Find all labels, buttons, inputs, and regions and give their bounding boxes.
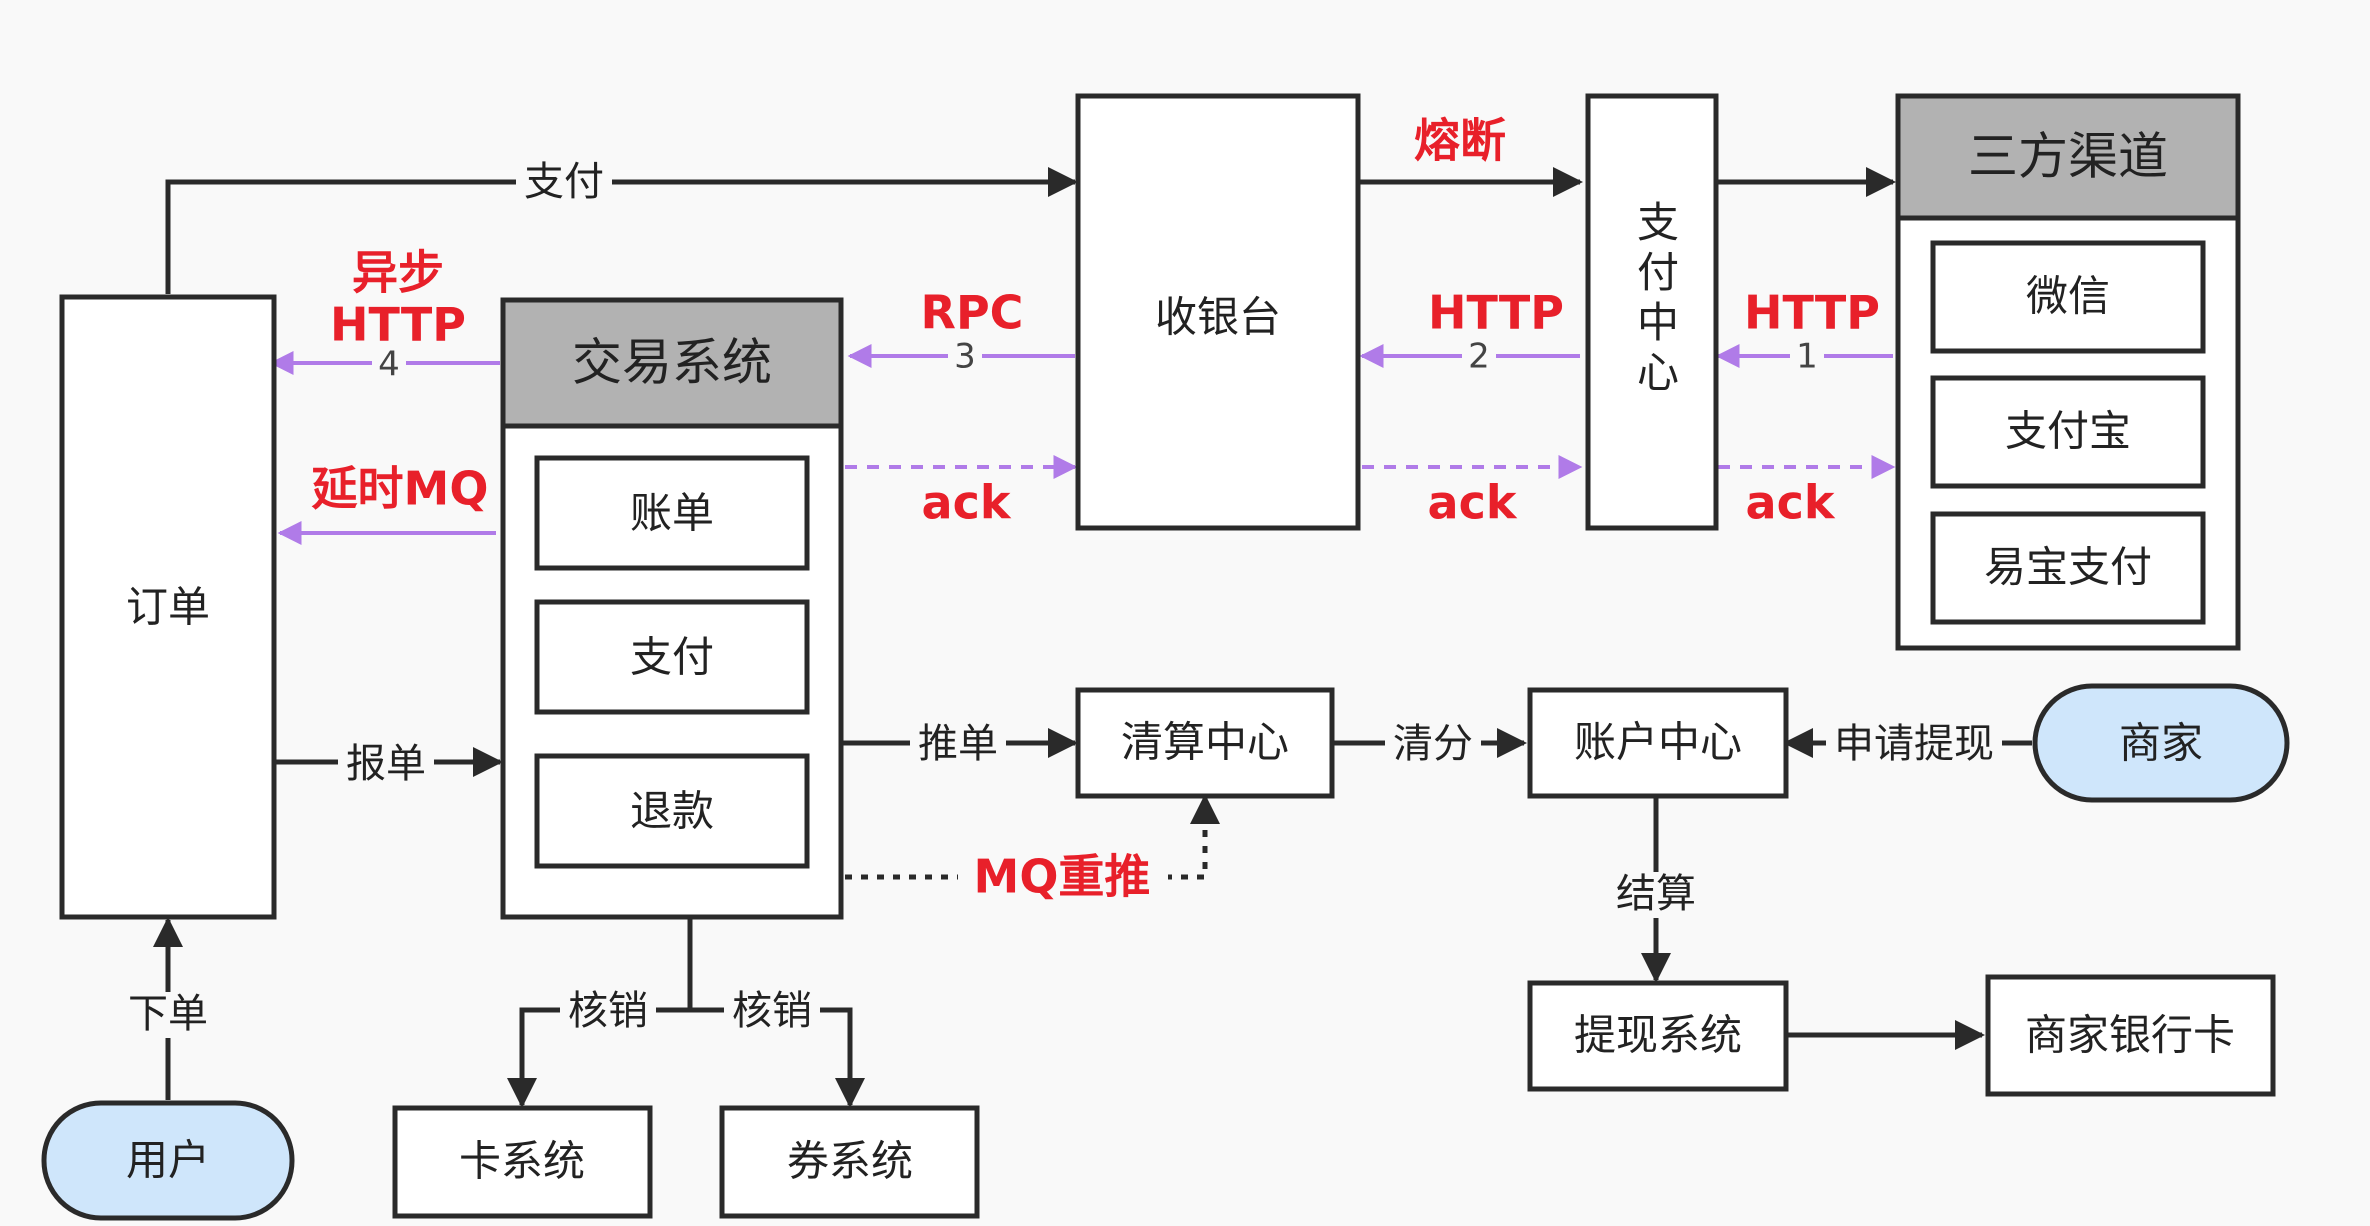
- withdraw-system-box: [1527, 980, 1789, 1092]
- alipay-box: [1930, 375, 2206, 489]
- label-bg-push: [910, 720, 1006, 766]
- third-party-title: 三方渠道: [1968, 128, 2168, 186]
- bill-label: 账单: [630, 489, 714, 538]
- order-box: [59, 294, 277, 920]
- label-bg-apply-withdraw: [1826, 720, 2002, 766]
- bill-box: [534, 455, 810, 571]
- alipay-label: 支付宝: [2005, 407, 2131, 456]
- label-bg-pay: [516, 160, 612, 206]
- cashier-box: [1075, 93, 1361, 531]
- label-bg-step-1: [1790, 338, 1824, 374]
- label-bg-report: [338, 740, 434, 786]
- label-bg-settle: [1610, 872, 1702, 918]
- trade-system-header: [500, 297, 844, 429]
- card-system-box: [392, 1105, 653, 1219]
- account-center-box: [1527, 687, 1789, 799]
- clearing-center-box: [1075, 687, 1335, 799]
- label-bg-step-2: [1462, 338, 1496, 374]
- label-bg-place-order: [120, 992, 216, 1038]
- yeepay-box: [1930, 511, 2206, 625]
- refund-label: 退款: [630, 787, 714, 836]
- edge-label-verify-2: 核销: [732, 988, 812, 1034]
- clearing-center-label: 清算中心: [1121, 718, 1289, 767]
- edge-label-clear: 清分: [1393, 721, 1473, 767]
- merchant-bank-card-box: [1985, 974, 2276, 1097]
- user-pill: [41, 1100, 295, 1221]
- edge-label-mq-repush: MQ重推: [974, 850, 1151, 904]
- edge-label-step-1: 1: [1796, 337, 1818, 377]
- edge-label-async-http: HTTP: [330, 298, 466, 352]
- label-bg-verify-1: [560, 988, 656, 1034]
- edge-label-delay-mq: 延时MQ: [312, 462, 489, 516]
- label-bg-verify-2: [724, 988, 820, 1034]
- edge-label-step-4: 4: [378, 345, 400, 385]
- third-party-header: [1895, 93, 2241, 221]
- wechat-box: [1930, 240, 2206, 354]
- refund-box: [534, 753, 810, 869]
- edge-label-apply-withdraw: 申请提现: [1834, 721, 1994, 767]
- edge-order-to-cashier: [165, 167, 1078, 294]
- pay-center-label: 支付中心: [1631, 200, 1680, 400]
- edge-label-circuit-break: 熔断: [1414, 114, 1506, 168]
- edge-label-ack-2: ack: [1428, 476, 1518, 530]
- withdraw-system-label: 提现系统: [1574, 1011, 1742, 1060]
- edge-label-rpc: RPC: [921, 286, 1024, 340]
- label-bg-clear: [1385, 720, 1481, 766]
- edge-label-ack-3: ack: [1746, 476, 1836, 530]
- payment-label: 支付: [630, 633, 714, 682]
- edge-label-settle: 结算: [1616, 871, 1696, 917]
- edge-label-step-2: 2: [1468, 337, 1490, 377]
- card-system-label: 卡系统: [459, 1137, 585, 1186]
- edge-label-async: 异步: [352, 246, 444, 300]
- edge-label-step-3: 3: [954, 337, 976, 377]
- merchant-pill: [2032, 683, 2290, 803]
- order-label: 订单: [126, 583, 210, 632]
- label-bg-step-4: [372, 346, 406, 382]
- label-bg-step-3: [948, 338, 982, 374]
- merchant-label: 商家: [2119, 719, 2203, 768]
- edge-label-place-order: 下单: [128, 991, 208, 1037]
- edge-label-http-1: HTTP: [1744, 286, 1880, 340]
- cashier-label: 收银台: [1155, 293, 1281, 342]
- pay-center-box: [1585, 93, 1719, 531]
- edge-label-ack-1: ack: [922, 476, 1012, 530]
- label-bg-mq-repush: [958, 850, 1168, 908]
- wechat-label: 微信: [2026, 272, 2110, 321]
- edge-label-http-2: HTTP: [1428, 286, 1564, 340]
- trade-system-title: 交易系统: [572, 334, 772, 392]
- edge-label-verify-1: 核销: [568, 988, 648, 1034]
- account-center-label: 账户中心: [1574, 718, 1742, 767]
- edge-label-push: 推单: [918, 721, 998, 767]
- merchant-bank-card-label: 商家银行卡: [2025, 1011, 2235, 1060]
- user-label: 用户: [126, 1136, 210, 1185]
- yeepay-label: 易宝支付: [1984, 543, 2152, 592]
- coupon-system-box: [719, 1105, 980, 1219]
- coupon-system-label: 券系统: [787, 1137, 913, 1186]
- payment-box: [534, 599, 810, 715]
- edge-label-report: 报单: [346, 741, 426, 787]
- edge-label-pay: 支付: [524, 159, 604, 205]
